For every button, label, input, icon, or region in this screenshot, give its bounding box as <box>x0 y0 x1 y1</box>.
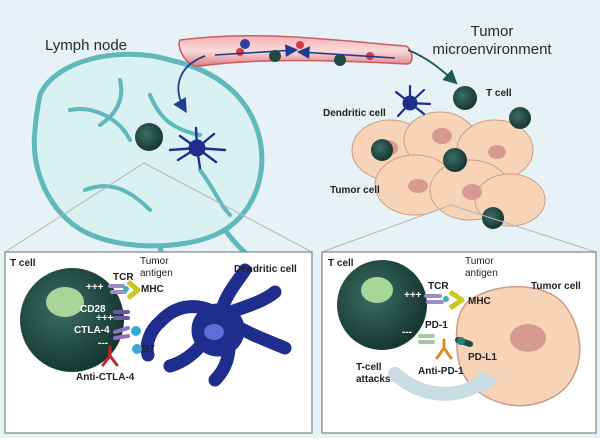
t-cell <box>371 139 393 161</box>
dendritic-cell-large <box>140 263 292 387</box>
zoom-connector <box>321 204 597 253</box>
dendritic-cell-panel-label: Dendritic cell <box>234 264 297 275</box>
vessel-dendritic-cell <box>240 39 250 49</box>
stimulatory-signal-label: +++ <box>404 290 422 301</box>
t-cell <box>443 148 467 172</box>
vessel-blood-cell <box>236 48 244 56</box>
b7-ligand <box>131 326 141 336</box>
ctla4-label: CTLA-4 <box>74 325 110 336</box>
cd28-receptor <box>113 310 130 320</box>
t-cell <box>453 86 477 110</box>
ctla4-receptor <box>113 326 130 340</box>
tcr-receptor <box>424 294 444 304</box>
stimulatory-signal-label: +++ <box>86 282 104 293</box>
tumor-cell-label: Tumor cell <box>330 185 380 196</box>
mhc-molecule <box>448 289 465 311</box>
dendritic-cell-label: Dendritic cell <box>323 108 386 119</box>
tumor-cell-nucleus <box>432 128 452 144</box>
zoom-connector <box>4 162 313 253</box>
t-cell-attacks-arrowhead <box>478 370 498 395</box>
mhc-molecule <box>126 280 141 300</box>
t-cell-body <box>20 268 124 372</box>
tumor-cell-nucleus <box>510 324 546 352</box>
migration-arrow <box>173 55 206 114</box>
pd1-label: PD-1 <box>425 320 448 331</box>
pdl1-label: PD-L1 <box>468 352 497 363</box>
pdl1-ligand <box>457 337 465 345</box>
t-cell <box>482 207 504 229</box>
t-cell <box>135 123 163 151</box>
vessel-blood-cell <box>296 41 304 49</box>
t-cell-label: T cell <box>486 88 512 99</box>
tumor-antigen-label: antigen <box>465 268 498 279</box>
anti-ctla4-label: Anti-CTLA-4 <box>76 372 135 383</box>
tumor-microenvironment-label: microenvironment <box>432 41 552 58</box>
tumor-antigen-label: Tumor <box>140 256 169 267</box>
tumor-cell-nucleus <box>408 179 428 193</box>
t-cell-panel-label: T cell <box>10 258 36 269</box>
anti-ctla4-antibody <box>101 345 119 367</box>
dendritic-cell <box>168 126 227 170</box>
tumor-cell-nucleus <box>462 184 482 200</box>
tcr-label: TCR <box>113 272 134 283</box>
vessel-t-cell <box>334 54 346 66</box>
migration-arrow <box>407 49 458 85</box>
tcr-label: TCR <box>428 281 449 292</box>
t-cell-attacks-arrow <box>388 367 489 401</box>
t-cell-body <box>337 260 427 350</box>
t-cell-attacks-label: attacks <box>356 374 391 385</box>
t-cell-nucleus <box>361 277 393 303</box>
vessel-t-cell <box>269 50 281 62</box>
t-cell-nucleus <box>46 287 84 317</box>
anti-pd1-label: Anti-PD-1 <box>418 366 464 377</box>
t-cell <box>509 107 531 129</box>
left-panel: T cell Tumor antigen TCR MHC Dendritic c… <box>4 251 313 434</box>
tumor-cell-panel-label: Tumor cell <box>531 281 581 292</box>
tumor-microenvironment-label: Tumor <box>471 23 514 40</box>
lymph-node-label: Lymph node <box>45 37 127 54</box>
tumor-antigen-label: antigen <box>140 268 173 279</box>
tcr-receptor <box>108 284 127 294</box>
right-panel: T cell Tumor antigen TCR MHC Tumor cell … <box>321 251 597 434</box>
cd28-label: CD28 <box>80 304 106 315</box>
t-cell-attacks-label: T-cell <box>356 362 382 373</box>
lymph-node <box>31 51 265 285</box>
mhc-label: MHC <box>468 296 491 307</box>
tumor-antigen-label: Tumor <box>465 256 494 267</box>
mhc-label: MHC <box>141 284 164 295</box>
t-cell-panel-label: T cell <box>328 258 354 269</box>
anti-pd1-antibody <box>435 338 453 360</box>
tumor-antigen <box>443 296 449 302</box>
inhibitory-signal-label: --- <box>98 338 108 349</box>
b7-label: B7 <box>142 344 155 355</box>
stimulatory-signal-label: +++ <box>96 313 114 324</box>
pd1-receptor <box>418 334 435 344</box>
b7-ligand <box>132 344 142 354</box>
dendritic-cell <box>394 84 432 118</box>
tumor-antigen <box>123 286 129 292</box>
tumor-cell-nucleus <box>488 145 506 159</box>
inhibitory-signal-label: --- <box>402 327 412 338</box>
blood-vessel <box>178 35 413 67</box>
